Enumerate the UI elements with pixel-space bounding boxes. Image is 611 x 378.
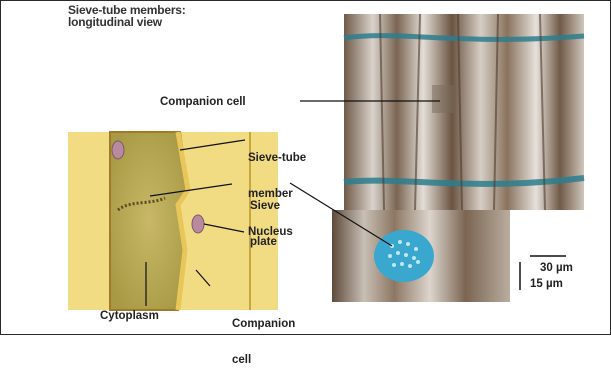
label-companion-cell-bottom-line1: Companion — [232, 318, 295, 330]
label-nucleus: Nucleus — [248, 226, 293, 238]
label-sieve-plate: Sieve plate — [250, 176, 280, 260]
label-sieve-plate-line1: Sieve — [250, 200, 280, 212]
figure-title-line2: longitudinal view — [68, 16, 186, 28]
label-companion-cell-bottom-line2: cell — [232, 354, 295, 366]
label-cytoplasm: Cytoplasm — [100, 310, 159, 322]
scale-label-bottom: 15 µm — [530, 278, 563, 290]
label-companion-cell-top: Companion cell — [160, 96, 246, 108]
label-sieve-tube-member-line1: Sieve-tube — [248, 152, 306, 164]
label-companion-cell-bottom: Companion cell — [232, 294, 295, 378]
micrograph-top — [344, 14, 584, 210]
scale-label-top: 30 µm — [540, 262, 573, 274]
figure-title: Sieve-tube members: longitudinal view — [68, 4, 186, 28]
cell-drawing — [68, 132, 278, 310]
micrograph-bottom — [332, 210, 510, 302]
